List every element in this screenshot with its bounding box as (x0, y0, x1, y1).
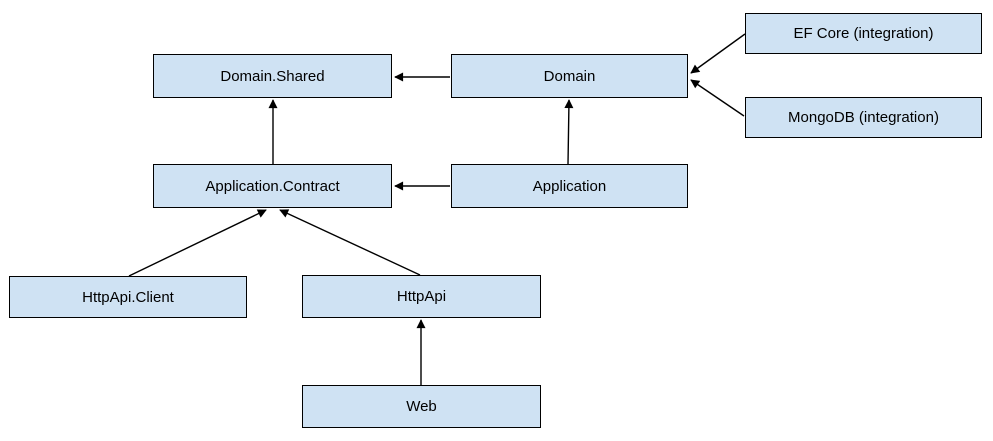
node-application-contract: Application.Contract (153, 164, 392, 208)
node-web-label: Web (406, 398, 437, 415)
edge-httpapi-to-application-contract (279, 209, 421, 276)
node-application-contract-label: Application.Contract (205, 177, 340, 195)
node-application: Application (451, 164, 688, 208)
node-httpapi-label: HttpApi (396, 288, 447, 305)
node-httpapi: HttpApi (302, 275, 541, 318)
node-domain: Domain (451, 54, 688, 98)
node-web: Web (302, 385, 541, 428)
node-domain-label: Domain (543, 67, 596, 85)
node-application-label: Application (532, 177, 607, 195)
edge-mongodb-to-domain (690, 79, 745, 117)
node-mongodb-integration: MongoDB (integration) (745, 97, 982, 138)
node-domain-shared-label: Domain.Shared (220, 67, 325, 85)
edge-application-to-domain (564, 99, 574, 165)
node-httpapi-client-label: HttpApi.Client (82, 288, 174, 306)
node-domain-shared: Domain.Shared (153, 54, 392, 98)
edge-ef-core-to-domain (690, 33, 746, 74)
edge-httpapi-client-to-application-contract (128, 209, 267, 277)
node-mongodb-integration-label: MongoDB (integration) (788, 109, 939, 126)
node-httpapi-client: HttpApi.Client (9, 276, 247, 318)
node-ef-core-integration-label: EF Core (integration) (793, 25, 934, 42)
node-ef-core-integration: EF Core (integration) (745, 13, 982, 54)
